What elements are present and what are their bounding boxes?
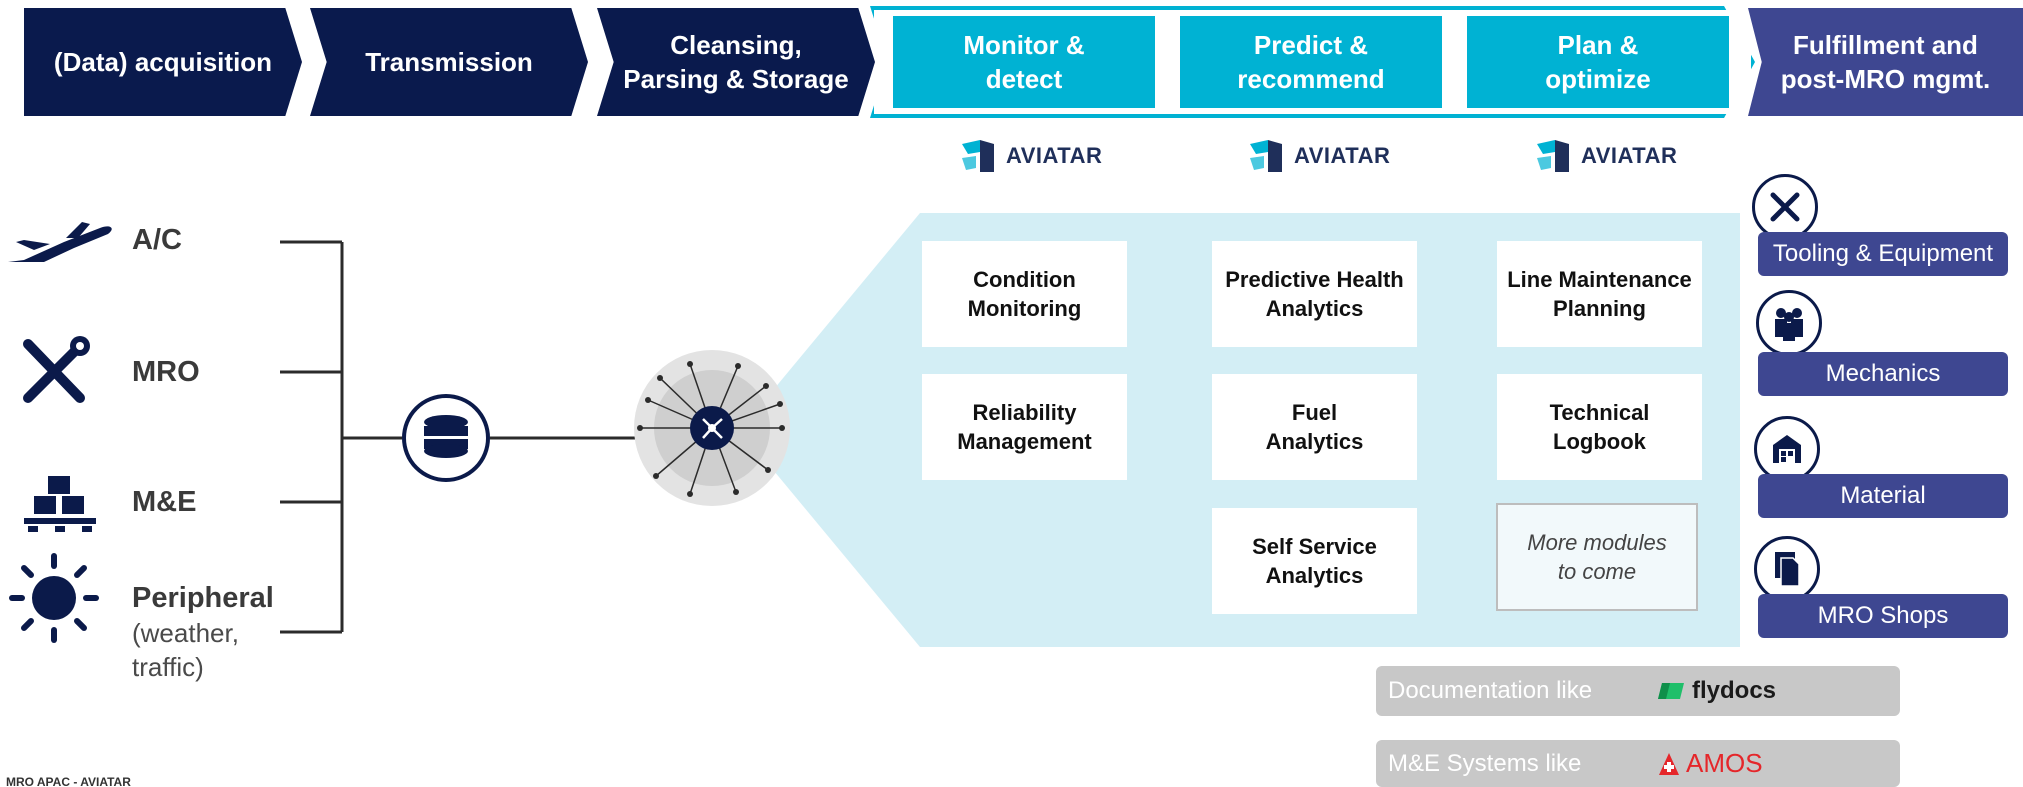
fulfillment-mechanics: Mechanics [1758, 352, 2008, 396]
aviatar-logo: AVIATAR [1533, 136, 1677, 176]
module-label: Technical [1549, 400, 1650, 425]
database-icon [402, 394, 490, 482]
step-plan-label-2: optimize [1545, 64, 1651, 94]
fulfillment-mro-shops: MRO Shops [1758, 594, 2008, 638]
flydocs-text: flydocs [1692, 677, 1777, 704]
step-predict-label-1: Predict & [1253, 30, 1369, 60]
module-label: Self Service [1252, 534, 1377, 559]
module-label: Monitoring [967, 296, 1082, 321]
aviatar-text: AVIATAR [1294, 143, 1391, 168]
fulfillment-mechanics-label: Mechanics [1825, 360, 1941, 387]
aviatar-logo: AVIATAR [958, 136, 1102, 176]
source-me-label: M&E [132, 486, 197, 518]
fulfillment-material-label: Material [1840, 482, 1926, 509]
amos-logo: AMOS [1658, 748, 1763, 779]
step-cleansing-label-1: Cleansing, [670, 30, 802, 60]
network-hub-icon [634, 350, 790, 506]
module-line-maintenance-planning: Line Maintenance Planning [1497, 241, 1702, 347]
step-predict-label-2: recommend [1237, 64, 1385, 94]
step-fulfillment: Fulfillment and post-MRO mgmt. [1748, 8, 2023, 116]
step-transmission: Transmission [310, 8, 588, 116]
module-label: Reliability [972, 400, 1077, 425]
cargo-boxes-icon [24, 476, 96, 532]
documentation-systems: Documentation like flydocs [1376, 666, 1900, 716]
module-self-service-analytics: Self Service Analytics [1212, 508, 1417, 614]
module-label: Management [957, 429, 1092, 454]
module-reliability-management: Reliability Management [922, 374, 1127, 480]
step-data-acquisition-label: (Data) acquisition [53, 47, 273, 77]
step-data-acquisition: (Data) acquisition [24, 8, 302, 116]
step-fulfillment-label-2: post-MRO mgmt. [1780, 64, 1991, 94]
aviatar-text: AVIATAR [1006, 143, 1103, 168]
step-fulfillment-label-1: Fulfillment and [1793, 30, 1978, 60]
module-label: Line Maintenance [1507, 267, 1692, 292]
module-technical-logbook: Technical Logbook [1497, 374, 1702, 480]
me-systems-label: M&E Systems like [1388, 749, 1582, 777]
fulfillment-tooling-label: Tooling & Equipment [1772, 240, 1994, 267]
step-cleansing: Cleansing, Parsing & Storage [597, 8, 875, 116]
documentation-label: Documentation like [1388, 677, 1593, 704]
aviatar-text: AVIATAR [1581, 143, 1678, 168]
source-mro-label: MRO [132, 356, 200, 388]
document-icon [1754, 536, 1820, 602]
source-peripheral-label: Peripheral [132, 582, 274, 614]
amos-text: AMOS [1686, 748, 1763, 778]
source-peripheral-sub-2: traffic) [132, 652, 204, 682]
fulfillment-tooling: Tooling & Equipment [1758, 232, 2008, 276]
module-label: Condition [973, 267, 1076, 292]
step-monitor-detect: Monitor & detect [893, 16, 1155, 108]
module-label: Predictive Health [1225, 267, 1404, 292]
aviatar-mark-icon [1250, 140, 1282, 172]
mechanics-icon [1756, 290, 1822, 356]
module-label: Fuel [1291, 400, 1338, 425]
module-label: Logbook [1553, 429, 1646, 454]
module-predictive-health-analytics: Predictive Health Analytics [1212, 241, 1417, 347]
step-cleansing-label-2: Parsing & Storage [623, 64, 849, 94]
module-label: Planning [1553, 296, 1646, 321]
tooling-icon [1752, 174, 1818, 240]
aviatar-logo: AVIATAR [1246, 136, 1390, 176]
source-peripheral-sub-1: (weather, [132, 618, 239, 648]
step-predict-recommend: Predict & recommend [1180, 16, 1442, 108]
flydocs-logo: flydocs [1656, 677, 1776, 705]
airplane-icon [8, 222, 112, 262]
step-plan-optimize: Plan & optimize [1467, 16, 1729, 108]
module-condition-monitoring: Condition Monitoring [922, 241, 1127, 347]
fulfillment-shops-label: MRO Shops [1817, 602, 1949, 629]
fulfillment-material: Material [1758, 474, 2008, 518]
step-monitor-label-1: Monitor & [963, 30, 1085, 60]
flydocs-mark-icon [1658, 683, 1684, 699]
source-ac-label: A/C [132, 224, 182, 256]
me-systems: M&E Systems like AMOS [1376, 740, 1900, 787]
module-fuel-analytics: Fuel Analytics [1212, 374, 1417, 480]
aviatar-mark-icon [1537, 140, 1569, 172]
module-label: More modules [1527, 530, 1667, 555]
tools-icon [23, 336, 90, 403]
step-plan-label-1: Plan & [1557, 30, 1639, 60]
step-monitor-label-2: detect [985, 64, 1063, 94]
aviatar-mark-icon [962, 140, 994, 172]
sun-icon [9, 553, 99, 643]
module-label: Analytics [1265, 429, 1364, 454]
module-more-to-come: More modules to come [1496, 503, 1698, 611]
warehouse-icon [1754, 416, 1820, 482]
module-label: Analytics [1265, 296, 1364, 321]
amos-mark-icon [1659, 752, 1679, 775]
footer-text: MRO APAC - AVIATAR [6, 775, 131, 787]
module-label: Analytics [1265, 563, 1364, 588]
step-transmission-label: Transmission [365, 47, 533, 77]
module-label: to come [1557, 559, 1637, 584]
